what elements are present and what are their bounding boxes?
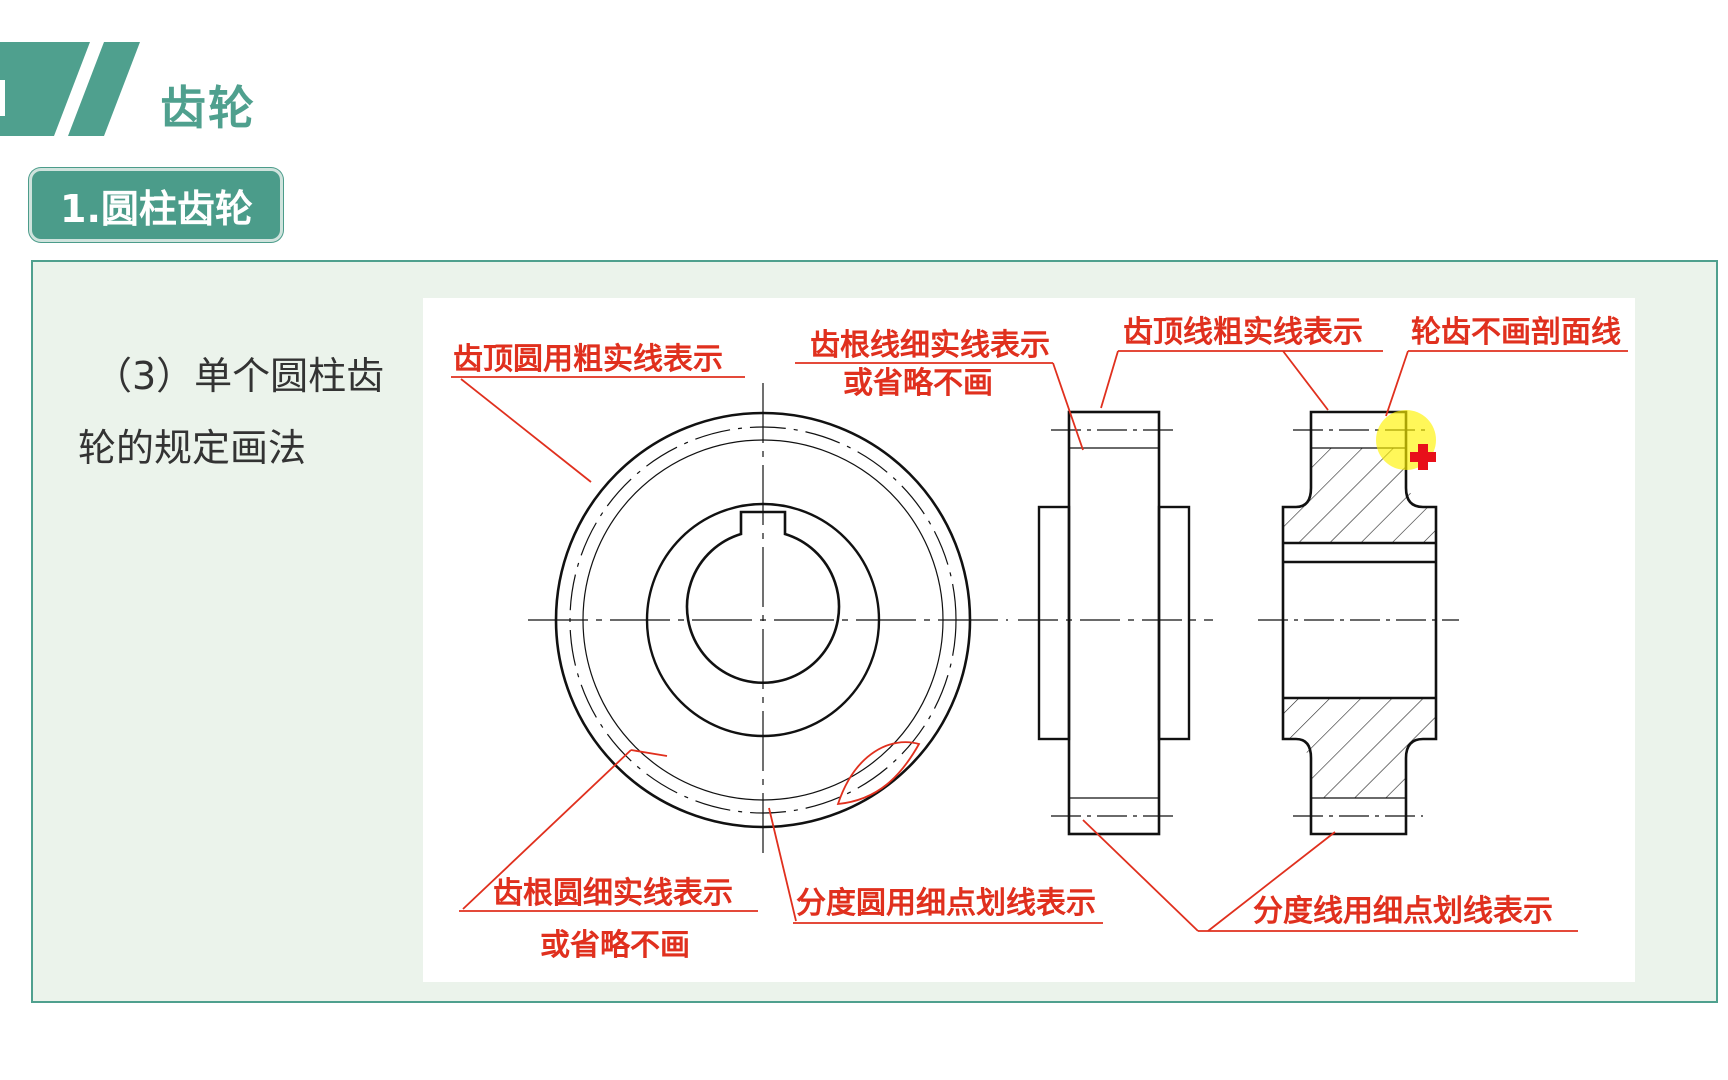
label-pitch-circle: 分度圆用细点划线表示 bbox=[796, 886, 1096, 921]
header-banner-decoration bbox=[0, 42, 140, 136]
label-root-circle-1: 齿根圆细实线表示 bbox=[493, 876, 733, 911]
label-root-circle-2: 或省略不画 bbox=[540, 928, 690, 963]
front-view bbox=[528, 383, 1008, 853]
gear-drawing-figure: 齿顶圆用粗实线表示 齿根线细实线表示 或省略不画 齿顶线粗实线表示 轮齿不画剖面… bbox=[423, 298, 1635, 982]
section-tag: 1.圆柱齿轮 bbox=[29, 168, 283, 242]
hub-right bbox=[1157, 505, 1191, 741]
hub-left bbox=[1037, 505, 1071, 741]
section-view bbox=[1258, 410, 1459, 836]
side-view bbox=[1018, 410, 1213, 836]
label-addendum-line: 齿顶线粗实线表示 bbox=[1123, 315, 1363, 350]
pointer-cross bbox=[1410, 444, 1436, 470]
gear-drawing-svg bbox=[451, 350, 1628, 932]
leader-lines bbox=[451, 350, 1628, 932]
caption-line-2: 轮的规定画法 bbox=[78, 426, 307, 470]
caption-text: （3）单个圆柱齿 轮的规定画法 bbox=[78, 340, 408, 484]
label-root-line-1: 齿根线细实线表示 bbox=[810, 328, 1050, 363]
label-addendum-circle: 齿顶圆用粗实线表示 bbox=[453, 342, 723, 377]
hand-annotation bbox=[836, 741, 921, 806]
page-title: 齿轮 bbox=[160, 81, 256, 135]
label-root-line-2: 或省略不画 bbox=[843, 366, 993, 401]
label-pitch-line: 分度线用细点划线表示 bbox=[1253, 894, 1553, 929]
label-no-hatch: 轮齿不画剖面线 bbox=[1411, 315, 1621, 350]
keyway-bore bbox=[685, 510, 841, 685]
rim-outline bbox=[1067, 410, 1161, 836]
caption-line-1: （3）单个圆柱齿 bbox=[94, 354, 385, 398]
